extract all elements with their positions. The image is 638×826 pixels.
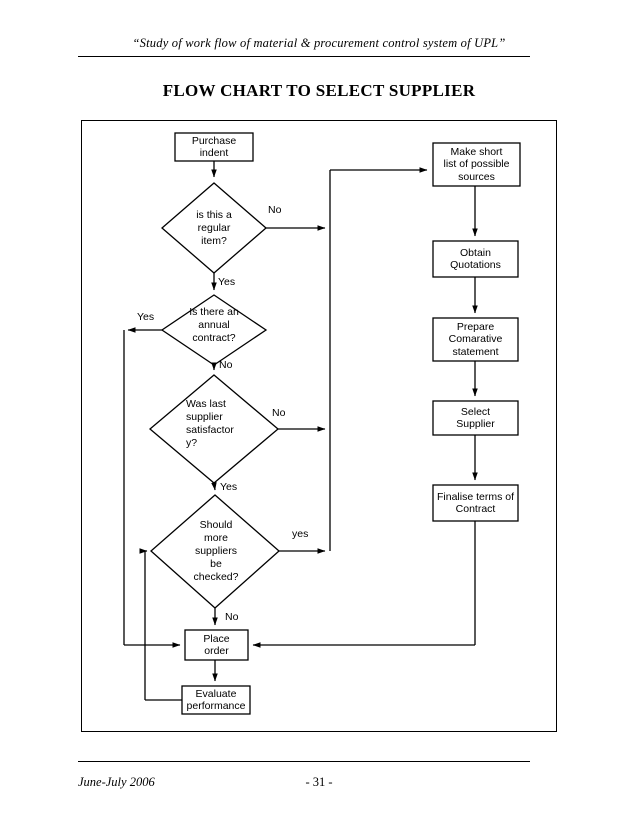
node-supplier-satisfactory	[148, 374, 280, 484]
edge-satisfactory-yes	[211, 482, 217, 491]
node-obtain-quotations	[432, 240, 519, 278]
node-more-suppliers	[150, 494, 280, 609]
node-finalise-terms	[432, 484, 519, 522]
footer-date: June-July 2006	[78, 775, 155, 789]
node-purchase-indent	[174, 132, 254, 162]
footer-page-number: - 31 -	[305, 775, 333, 789]
flowchart-frame	[81, 120, 557, 732]
node-short-list	[432, 142, 521, 187]
node-select-supplier	[432, 400, 519, 436]
node-annual-contract	[160, 294, 268, 366]
node-place-order	[184, 629, 249, 661]
node-regular-item	[161, 182, 267, 274]
running-head: “Study of work flow of material & procur…	[132, 36, 506, 50]
page-title: FLOW CHART TO SELECT SUPPLIER	[162, 81, 476, 100]
footer-divider	[78, 761, 530, 762]
node-evaluate-performance	[181, 685, 251, 715]
node-prepare-statement	[432, 317, 519, 362]
header-divider	[78, 56, 530, 57]
